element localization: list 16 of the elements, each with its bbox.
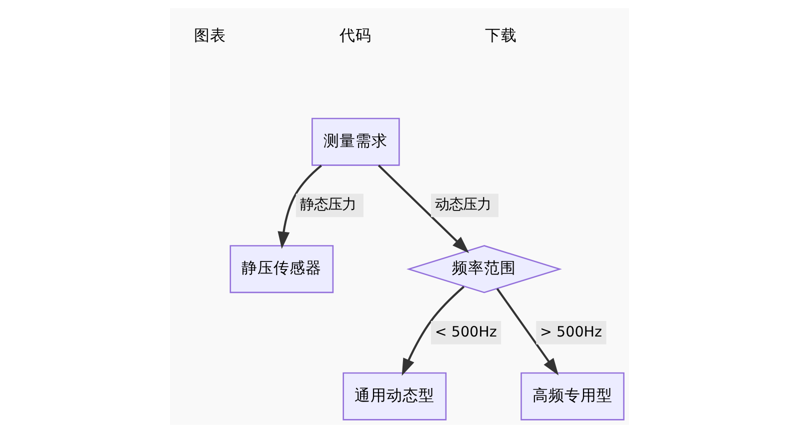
edge-label: > 500Hz xyxy=(540,324,602,340)
node-diamond: 频率范围 xyxy=(406,245,562,294)
node-box: 测量需求 xyxy=(312,118,400,166)
edge-label: 动态压力 xyxy=(434,197,491,214)
edge-label: < 500Hz xyxy=(434,324,497,340)
node-box: 高频专用型 xyxy=(520,372,624,420)
edge-label: 静态压力 xyxy=(300,197,356,214)
node-box: 通用动态型 xyxy=(342,372,447,420)
arrow xyxy=(496,288,559,376)
arrow xyxy=(402,286,465,376)
arrow xyxy=(378,164,470,254)
arrow xyxy=(278,164,322,249)
node-box: 静压传感器 xyxy=(230,245,334,294)
label: 代码 xyxy=(340,26,372,45)
label: 图表 xyxy=(194,26,226,45)
label: 下载 xyxy=(485,26,518,45)
